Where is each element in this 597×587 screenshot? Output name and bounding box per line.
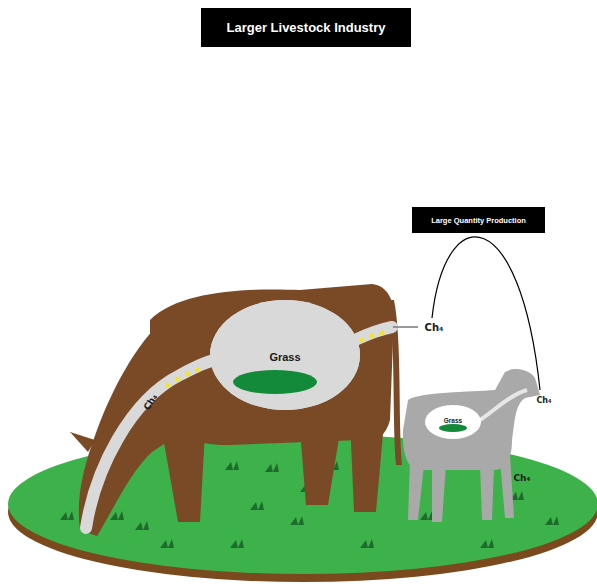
sheep (403, 369, 540, 522)
stomach-backing (210, 300, 360, 410)
cow (70, 284, 402, 536)
sheep-tract (480, 390, 527, 420)
stomach-oval: Grass (210, 300, 360, 410)
stomach-oval: Grass (425, 405, 481, 439)
caption-box: Large Quantity Production (412, 207, 545, 233)
node-text: Grass (269, 351, 300, 363)
title-text: Larger Livestock Industry (227, 20, 386, 35)
emission-arc (432, 237, 540, 390)
gas-label: Ch₄ (536, 396, 551, 405)
node-text: Large Quantity Production (431, 216, 526, 225)
leader-line (393, 326, 418, 328)
node-text: Grass (444, 417, 462, 424)
gas-label: Ch₄ (425, 322, 444, 333)
title-box: Larger Livestock Industry (201, 8, 411, 47)
gas-label: Ch₄ (514, 473, 531, 483)
